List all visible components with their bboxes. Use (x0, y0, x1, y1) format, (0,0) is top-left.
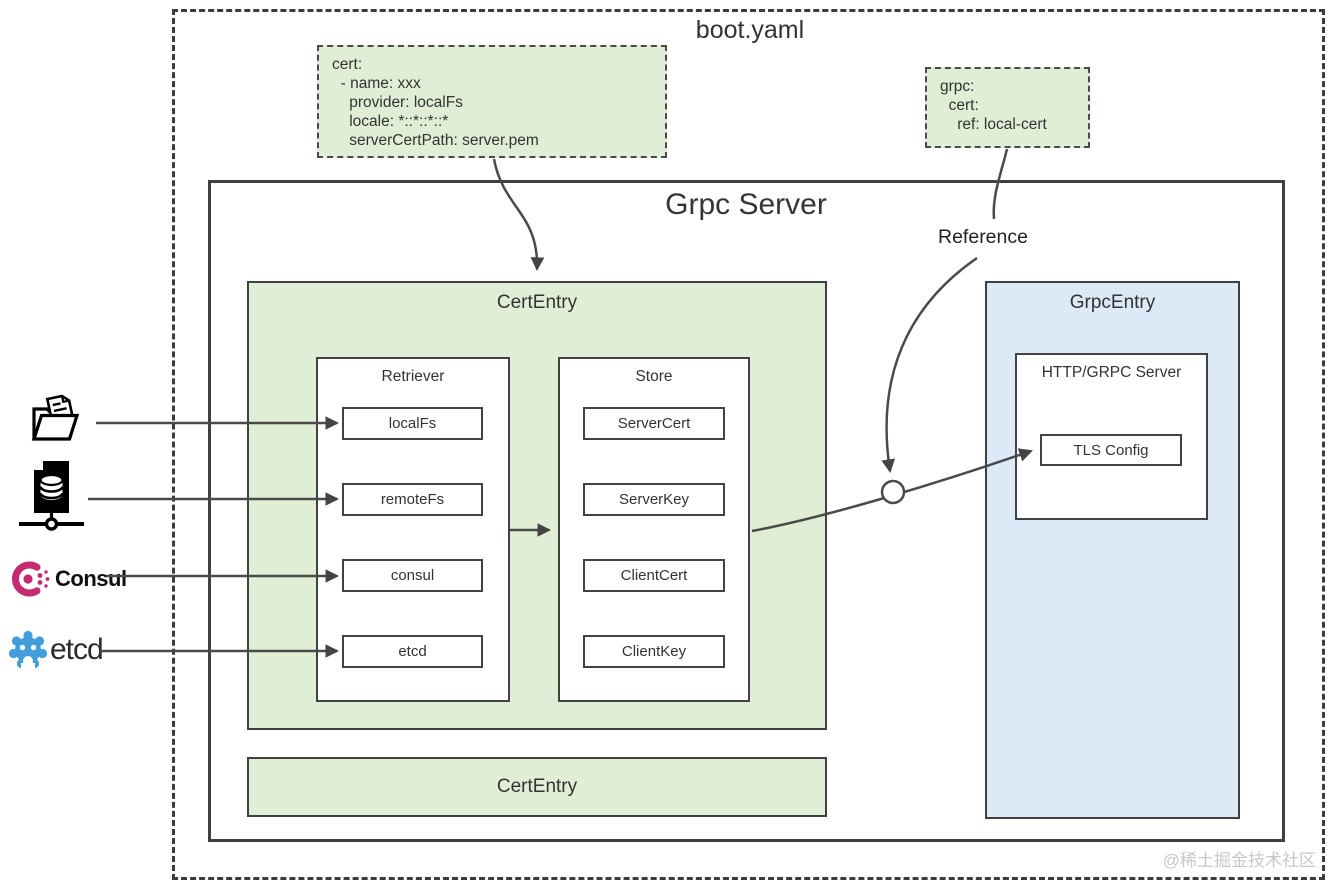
watermark: @稀土掘金技术社区 (1162, 851, 1316, 870)
yaml-line: cert: (940, 97, 979, 114)
grpc-server-title: Grpc Server (665, 188, 827, 221)
cert-yaml-snippet: cert: - name: xxx provider: localFs loca… (317, 45, 667, 158)
retriever-item-remotefs: remoteFs (342, 483, 483, 516)
yaml-line: grpc: (940, 78, 975, 95)
consul-source: Consul (10, 559, 127, 599)
http-grpc-server-title: HTTP/GRPC Server (1041, 364, 1182, 381)
store-item-clientcert: ClientCert (583, 559, 725, 592)
remote-fs-source (16, 458, 86, 538)
yaml-line: cert: (332, 56, 363, 73)
page-title: boot.yaml (695, 16, 805, 44)
etcd-label: etcd (50, 633, 104, 666)
etcd-source: etcd (8, 630, 104, 670)
yaml-line: provider: localFs (332, 94, 463, 111)
consul-logo-icon (11, 561, 50, 597)
reference-label: Reference (938, 226, 1028, 248)
boot-yaml-boundary (172, 9, 1325, 880)
grpc-yaml-snippet: grpc: cert: ref: local-cert (925, 67, 1090, 148)
tls-config-box: TLS Config (1040, 434, 1182, 466)
store-item-servercert: ServerCert (583, 407, 725, 440)
yaml-line: - name: xxx (332, 75, 421, 92)
local-fs-source (24, 394, 88, 453)
retriever-item-consul: consul (342, 559, 483, 592)
yaml-line: locale: *::*::*::* (332, 113, 449, 130)
retriever-item-localfs: localFs (342, 407, 483, 440)
cert-entry-title: CertEntry (496, 292, 578, 313)
yaml-line: serverCertPath: server.pem (332, 132, 539, 149)
grpc-entry-title: GrpcEntry (1069, 292, 1156, 313)
cert-entry-bottom-bar: CertEntry (247, 757, 827, 817)
consul-label: Consul (55, 566, 127, 591)
retriever-title: Retriever (381, 368, 445, 385)
store-item-serverkey: ServerKey (583, 483, 725, 516)
folder-document-icon (31, 394, 80, 441)
yaml-line: ref: local-cert (940, 116, 1047, 133)
store-title: Store (635, 368, 673, 385)
remote-database-file-icon (19, 461, 84, 531)
store-item-clientkey: ClientKey (583, 635, 725, 668)
retriever-item-etcd: etcd (342, 635, 483, 668)
etcd-logo-icon (8, 630, 48, 670)
